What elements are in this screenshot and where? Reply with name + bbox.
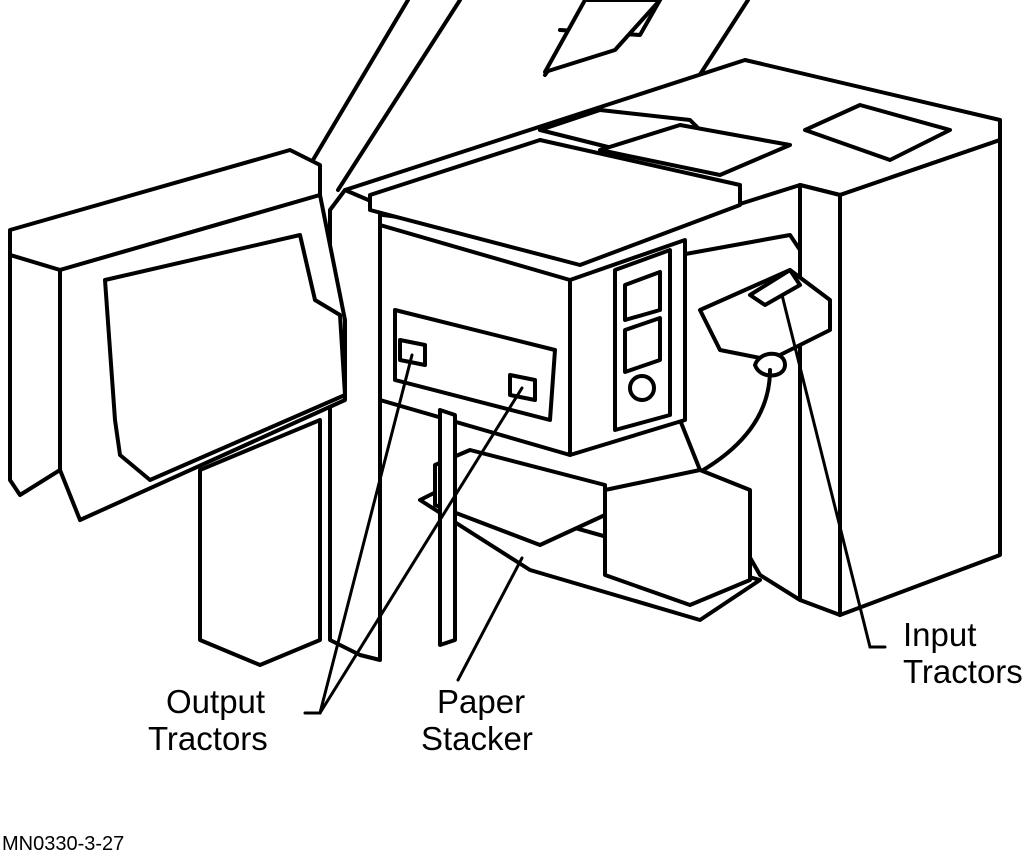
- callouts: Output Tractors Paper Stacker Input Trac…: [2, 616, 1023, 854]
- figure-id: MN0330-3-27: [2, 833, 124, 854]
- cabinet-front-right: [798, 183, 842, 617]
- output-tractor-left: [398, 338, 427, 367]
- label-output-tractors-line1: Output: [166, 683, 265, 720]
- stacker-stand: [438, 408, 457, 647]
- left-unit-face: [8, 253, 62, 497]
- top-vent-right: [803, 103, 952, 162]
- cover-panel: [308, 0, 750, 192]
- stacker-right-box: [603, 468, 752, 607]
- top-vent-center: [598, 123, 792, 177]
- cabinet-right-side: [838, 138, 1002, 617]
- control-knob: [628, 374, 656, 402]
- printer-illustration: [8, 0, 1002, 667]
- control-slot-1: [623, 270, 662, 322]
- left-unit-pedestal: [198, 418, 322, 667]
- label-input-tractors-line1: Input: [903, 616, 976, 653]
- cabinet-left-frame: [328, 188, 382, 662]
- input-tractor-clip: [748, 268, 802, 307]
- leader-lines: [303, 293, 887, 715]
- leader-input-tractors: [780, 293, 887, 649]
- print-unit-lid: [368, 138, 742, 267]
- label-paper-stacker-line2: Stacker: [421, 720, 533, 757]
- label-output-tractors-line2: Tractors: [148, 720, 268, 757]
- input-tractor-roller: [753, 351, 787, 378]
- cover-window: [543, 0, 662, 74]
- leader-output-tractors-b: [318, 386, 524, 715]
- leader-paper-stacker: [456, 556, 524, 682]
- label-input-tractors-line2: Tractors: [903, 653, 1023, 690]
- left-unit-bracket: [103, 233, 347, 482]
- control-slot-2: [623, 316, 662, 374]
- label-paper-stacker-line1: Paper: [437, 683, 525, 720]
